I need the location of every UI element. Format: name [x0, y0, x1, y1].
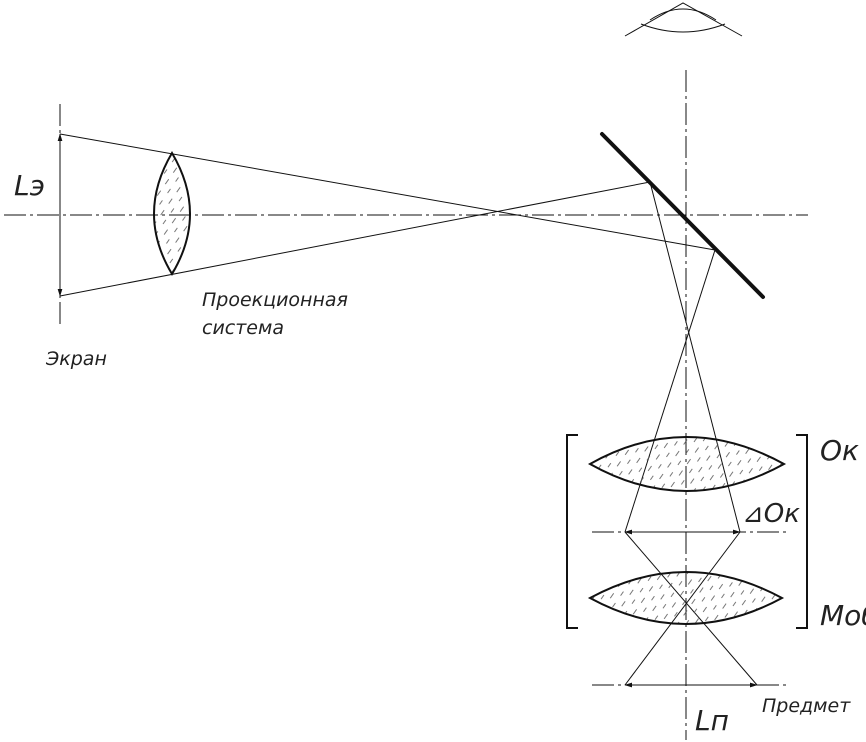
- objective-lens: [587, 571, 785, 625]
- right-bracket: [796, 434, 808, 629]
- projection-system-label-line2: система: [202, 317, 284, 339]
- screen-size-label: Lэ: [14, 169, 45, 202]
- projection-rays: [59, 133, 716, 297]
- mirror: [600, 132, 765, 299]
- projection-system-label-line1: Проекционная: [202, 289, 348, 311]
- object-size-label: Lп: [695, 704, 729, 737]
- objective-label: Моб: [820, 599, 866, 632]
- object-label: Предмет: [762, 695, 851, 717]
- eyepiece-lens: [587, 436, 787, 492]
- eyepiece-label: Ок: [820, 434, 859, 467]
- screen-label: Экран: [45, 348, 107, 370]
- projection-lens: [153, 151, 191, 276]
- eyepiece-delta-label: ⊿Ок: [742, 499, 800, 529]
- left-bracket: [566, 434, 578, 629]
- eye-icon: [624, 2, 743, 37]
